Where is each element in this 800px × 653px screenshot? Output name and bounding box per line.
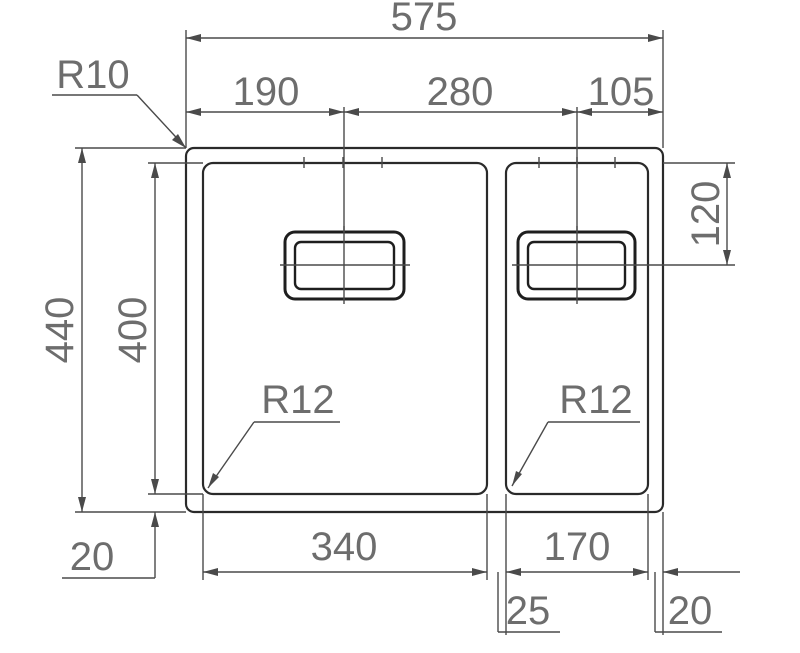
dimension-line-575 [186,34,663,42]
dimension-line-bowl-widths [203,568,648,576]
corner-radius-outer-label: R10 [56,53,129,97]
drain-spacing-label: 280 [427,70,494,114]
bowl-radius-left-label: R12 [261,378,334,422]
dimension-line-120 [723,163,731,265]
leader-r12-right [511,421,640,487]
bottom-margin-label: 20 [70,535,115,579]
dimension-line-400 [151,163,159,494]
small-bowl-width-label: 170 [544,525,611,569]
large-bowl-outline [201,161,489,496]
dimension-line-440 [78,148,86,512]
dimension-line-20-right [654,568,740,633]
bowl-radius-right-label: R12 [559,378,632,422]
overall-depth-label: 440 [38,297,82,364]
dimension-line-20-bottom [62,512,159,579]
extension-lines [75,30,735,635]
sink-outer-outline [184,146,665,514]
drain-left-offset-label: 190 [233,70,300,114]
large-bowl-width-label: 340 [311,525,378,569]
overall-width-label: 575 [391,0,458,39]
leader-r10 [52,94,187,149]
dimension-line-drain-offsets [186,108,663,116]
divider-width-label: 25 [506,589,551,633]
leader-r12-left [207,421,340,489]
drain-right [512,226,641,304]
dimension-line-25 [497,572,560,633]
drain-left [280,226,410,304]
drain-top-offset-label: 120 [684,181,728,248]
bowl-depth-label: 400 [111,297,155,364]
right-margin-label: 20 [668,589,713,633]
drain-right-offset-label: 105 [588,70,655,114]
